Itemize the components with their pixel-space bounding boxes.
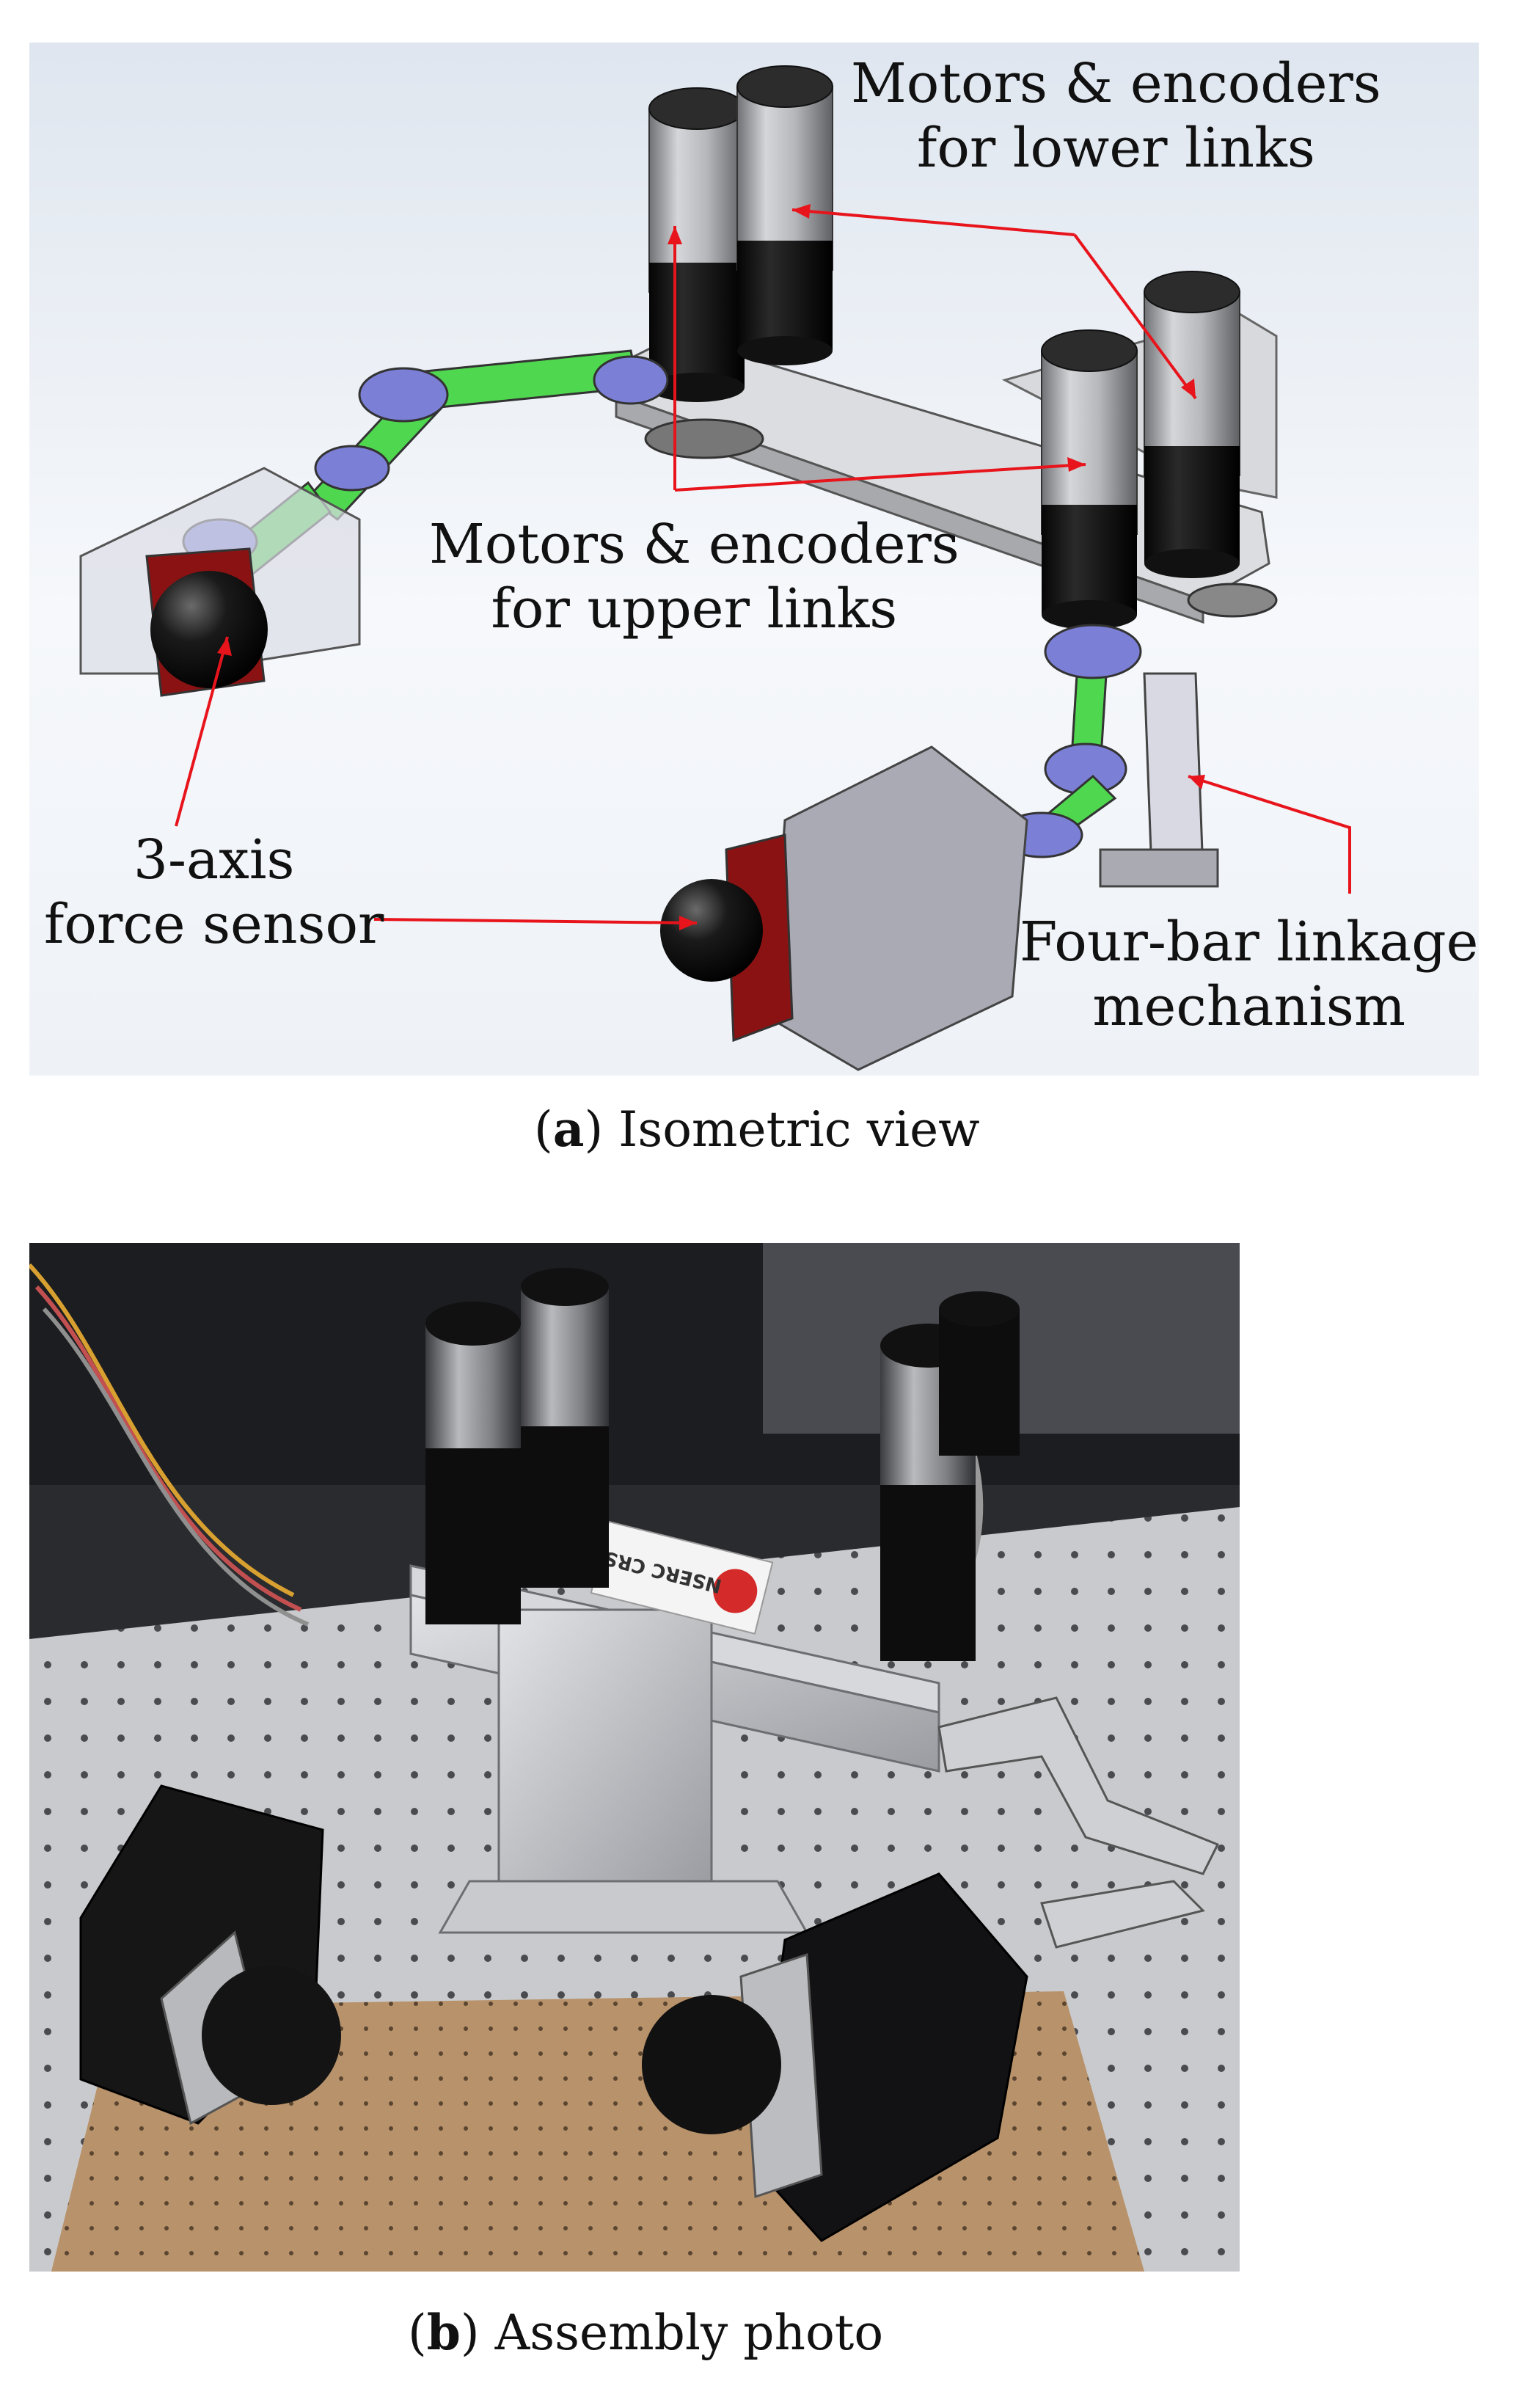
arrow-motors-lower [791,204,1197,400]
motor-photo-2 [521,1268,609,1588]
label-force-sensor-line1: 3-axis [133,828,295,891]
label-motors-lower-links: Motors & encoders for lower links [851,51,1381,180]
label-force-sensor: 3-axis force sensor [44,828,384,957]
lower-end-effector [660,745,1028,1071]
assembly-photo: NSERC CRSNG [27,1243,1240,2272]
right-arm [1000,624,1219,888]
motor-1 [648,87,745,402]
photo-right-effector [642,1872,1028,2242]
arrow-four-bar [1188,775,1351,894]
label-motors-upper-links: Motors & encoders for upper links [429,512,959,641]
label-motors-upper-line1: Motors & encoders [429,513,959,576]
label-force-sensor-line2: force sensor [44,893,384,956]
left-end-effector [79,467,361,697]
cad-render [29,43,1479,1076]
label-motors-lower-line1: Motors & encoders [851,52,1381,115]
caption-a-text: Isometric view [618,1101,980,1158]
aluminium-frame [409,1564,940,1934]
label-motors-lower-line2: for lower links [916,117,1315,180]
motor-3 [1144,271,1240,578]
caption-a: (a) Isometric view [534,1101,980,1158]
label-four-bar-line1: Four-bar linkage [1020,911,1479,974]
caption-b: (b) Assembly photo [408,2304,884,2361]
arrow-force-sensor [175,636,698,930]
isometric-view-panel [29,43,1479,1076]
caption-b-letter: b [426,2304,461,2361]
assembly-photo-panel: NSERC CRSNG [27,1243,1240,2272]
label-motors-upper-line2: for upper links [491,577,898,641]
caption-b-text: Assembly photo [494,2305,884,2361]
photo-left-effector [79,1784,341,2126]
caption-a-letter: a [552,1101,585,1158]
motor-photo-1 [425,1302,521,1624]
photo-four-bar [937,1696,1220,1949]
motor-photo-4 [939,1291,1020,1456]
arrow-motors-upper [668,226,1086,492]
label-four-bar-line2: mechanism [1092,975,1406,1038]
label-four-bar-linkage: Four-bar linkage mechanism [1020,910,1478,1039]
motor-2 [736,65,833,365]
motor-4 [1041,329,1138,630]
